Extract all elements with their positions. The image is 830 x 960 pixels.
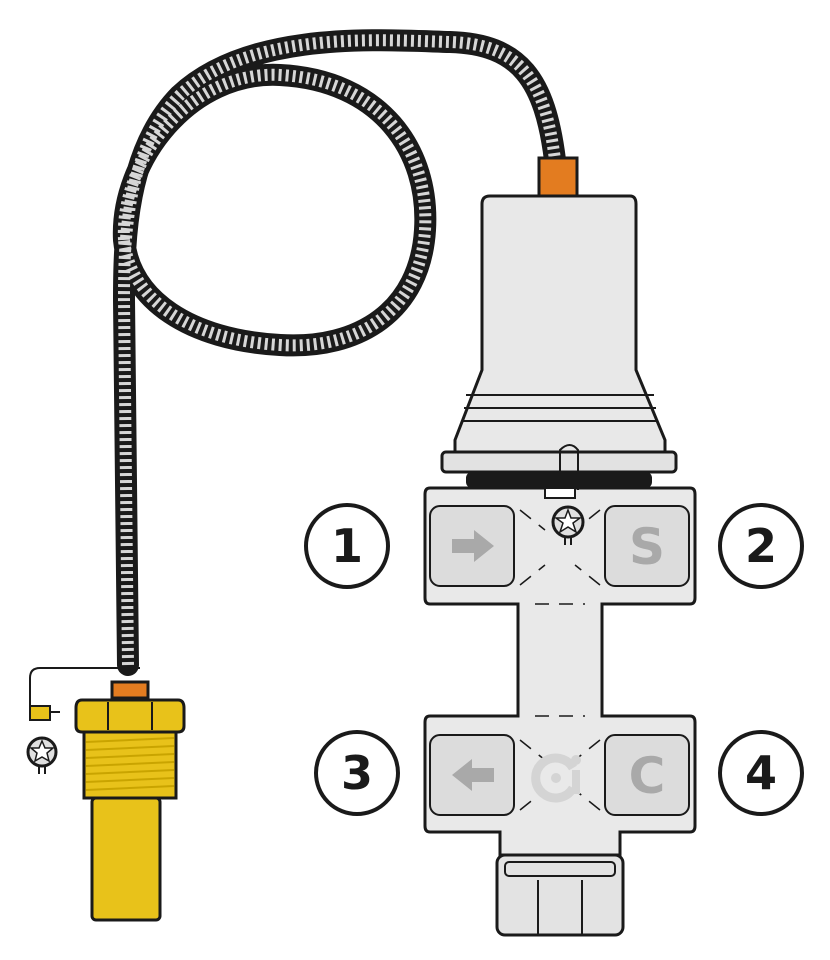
port-face-2 [604,505,690,587]
callout-circle [718,503,804,589]
callout-label: 2 [745,519,777,573]
capillary-ribbing [117,34,561,666]
callout-label: 1 [331,519,363,573]
callout-circle [304,503,390,589]
seal-clip [544,487,576,499]
seal-wire [559,444,579,490]
callout-1: 1 [304,503,390,589]
callout-2: 2 [718,503,804,589]
port-face-4 [604,734,690,816]
sensor-hex-nut [74,698,186,734]
nut-top-edge [504,861,616,877]
arrow-left-icon [452,759,494,791]
letter-s-icon: S [629,518,665,576]
brand-logo-icon [531,753,581,803]
sensor-thread-lines [85,737,175,791]
letter-c-icon: C [629,747,666,805]
callout-circle [718,730,804,816]
sensor-probe [90,796,162,922]
callout-label: 3 [341,746,373,800]
sensor-seal-wire [29,667,140,713]
actuator-head [440,194,678,488]
capillary-tube [112,29,566,676]
temperature-sensor [26,667,186,922]
lead-seal-icon [551,505,585,545]
actuator-body [453,194,667,458]
sensor-seal-clip [29,705,51,721]
valve-bottom-nut [495,853,625,937]
sensor-orange-collar [110,680,150,700]
callout-circle [314,730,400,816]
callout-label: 4 [745,746,777,800]
lead-seal-icon [26,736,58,774]
actuator-orange-collar [537,156,579,198]
valve-body: S C [423,444,697,937]
callout-4: 4 [718,730,804,816]
arrow-right-icon [452,530,494,562]
callout-3: 3 [314,730,400,816]
